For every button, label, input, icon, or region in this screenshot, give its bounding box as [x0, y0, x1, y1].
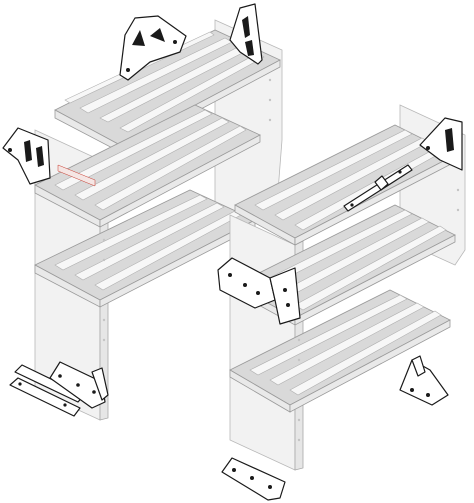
- bracket-right-top: [419, 117, 463, 171]
- bracket-right-bar: [343, 164, 413, 212]
- bracket-top-left: [119, 15, 187, 81]
- shelf-unit-right: [229, 104, 466, 471]
- shelf-unit-left: [34, 19, 283, 421]
- manufacturer-badge: [57, 164, 96, 187]
- bracket-top-center: [229, 3, 263, 65]
- bracket-bottom-left-angle: [49, 361, 109, 409]
- bracket-bottom-center: [221, 457, 286, 501]
- bracket-left-side: [2, 127, 51, 185]
- left-middle-shelf: [34, 104, 261, 228]
- right-bottom-shelf: [229, 289, 451, 413]
- bracket-middle-right: [217, 257, 301, 325]
- bracket-right-lower: [399, 355, 449, 406]
- mounting-brackets: [2, 3, 463, 501]
- left-bottom-shelf: [34, 189, 256, 308]
- right-top-shelf: [234, 124, 456, 246]
- panel-perforations: [102, 78, 460, 442]
